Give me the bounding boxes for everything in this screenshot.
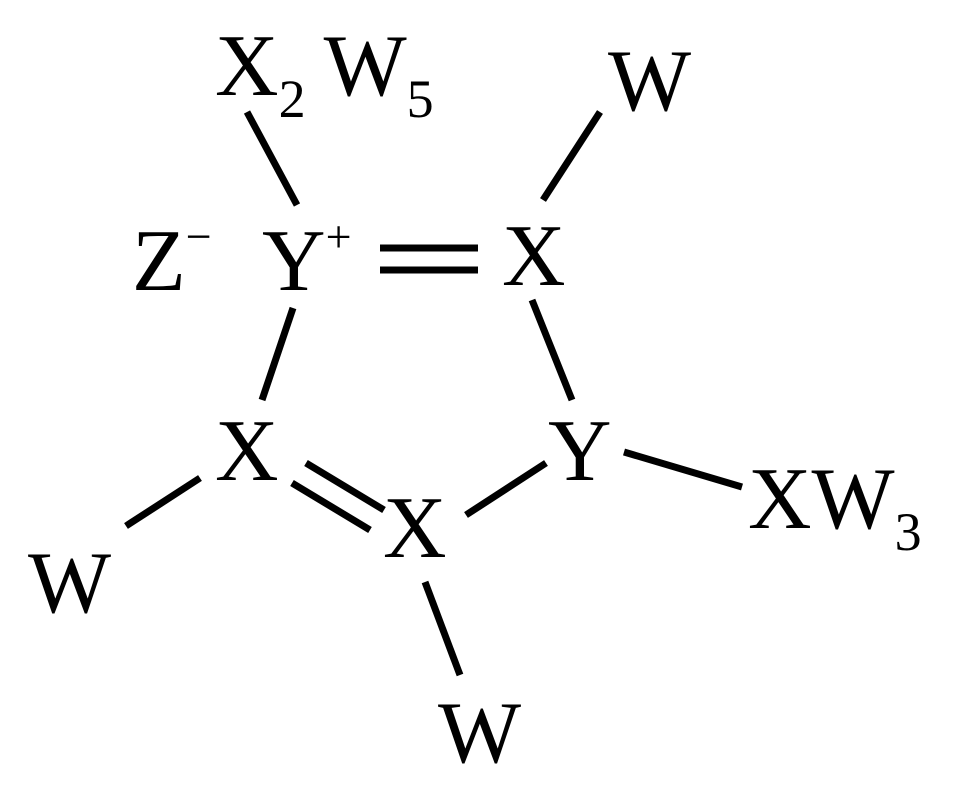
bond-cation-to-ring-left — [258, 306, 297, 402]
counter-ion-label: Z− — [132, 211, 212, 310]
right-substituent-sub: 3 — [895, 502, 922, 562]
bond-substituent-to-cation — [243, 110, 301, 207]
right-substituent-label: XW3 — [748, 451, 922, 562]
top-substituent-base-1: X — [215, 18, 279, 115]
left-w-label: W — [28, 535, 111, 632]
bond-ring-right-to-substituent — [623, 448, 743, 491]
bond-bottom-to-w — [421, 580, 464, 677]
double-bond-ring-left-to-bottom-b — [290, 480, 372, 533]
bond-ring-right-to-bottom — [464, 460, 548, 518]
top-substituent-sub-2: 5 — [407, 69, 434, 129]
ring-top-right-label: X — [502, 208, 566, 305]
bottom-w-label: W — [438, 685, 521, 782]
bond-top-right-to-w — [540, 110, 603, 202]
ring-cation-charge: + — [326, 211, 352, 262]
right-substituent-base: XW — [748, 451, 895, 548]
double-bond-ring-left-to-bottom-a — [304, 460, 386, 513]
counter-ion-symbol: Z — [132, 213, 186, 310]
bond-top-right-to-ring-right — [528, 298, 576, 402]
ring-cation-label: Y+ — [262, 211, 352, 310]
bond-ring-left-to-w — [124, 475, 202, 529]
top-substituent-sub-1: 2 — [279, 69, 306, 129]
counter-ion-charge: − — [186, 211, 212, 262]
ring-bottom-label: X — [383, 480, 447, 577]
top-right-w-label: W — [608, 33, 691, 130]
ring-left-label: X — [215, 403, 279, 500]
top-substituent-base-2: W — [324, 18, 407, 115]
ring-cation-symbol: Y — [262, 213, 326, 310]
ring-right-label: Y — [548, 403, 612, 500]
